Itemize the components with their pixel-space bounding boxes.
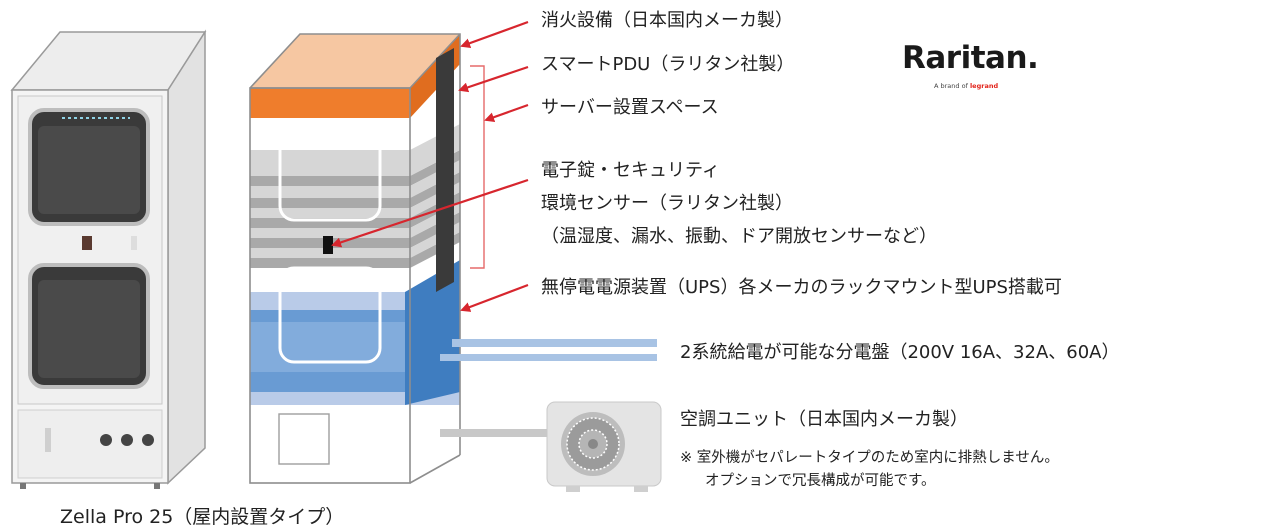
- legrand-logo: legrand: [969, 82, 999, 90]
- label-env-sensor-detail: （温湿度、漏水、振動、ドア開放センサーなど）: [541, 226, 937, 247]
- label-env-sensor: 環境センサー（ラリタン社製）: [541, 193, 793, 214]
- label-power-panel: 2系統給電が可能な分電盤（200V 16A、32A、60A）: [680, 342, 1120, 363]
- label-electronic-lock: 電子錠・セキュリティ: [541, 160, 720, 181]
- arrow-icon: [331, 20, 529, 312]
- label-smart-pdu: スマートPDU（ラリタン社製）: [541, 54, 795, 75]
- label-fire-suppression: 消火設備（日本国内メーカ製）: [541, 10, 793, 31]
- product-caption: Zella Pro 25（屋内設置タイプ）: [60, 506, 345, 528]
- rack-schematic: [249, 33, 657, 484]
- label-aircon-note-1: ※ 室外機がセパレートタイプのため室内に排熱しません。: [680, 450, 1059, 466]
- label-aircon: 空調ユニット（日本国内メーカ製）: [680, 409, 968, 430]
- raritan-tagline: A brand of legrand: [934, 82, 998, 90]
- cabinet-image: [10, 29, 207, 489]
- outdoor-unit-icon: [546, 401, 662, 492]
- label-server-space: サーバー設置スペース: [541, 97, 719, 118]
- label-aircon-note-2: オプションで冗長構成が可能です。: [705, 473, 936, 489]
- raritan-logo: Raritan.: [902, 40, 1039, 76]
- tagline-prefix: A brand of: [934, 82, 968, 90]
- label-ups: 無停電電源装置（UPS）各メーカのラックマウント型UPS搭載可: [541, 277, 1062, 298]
